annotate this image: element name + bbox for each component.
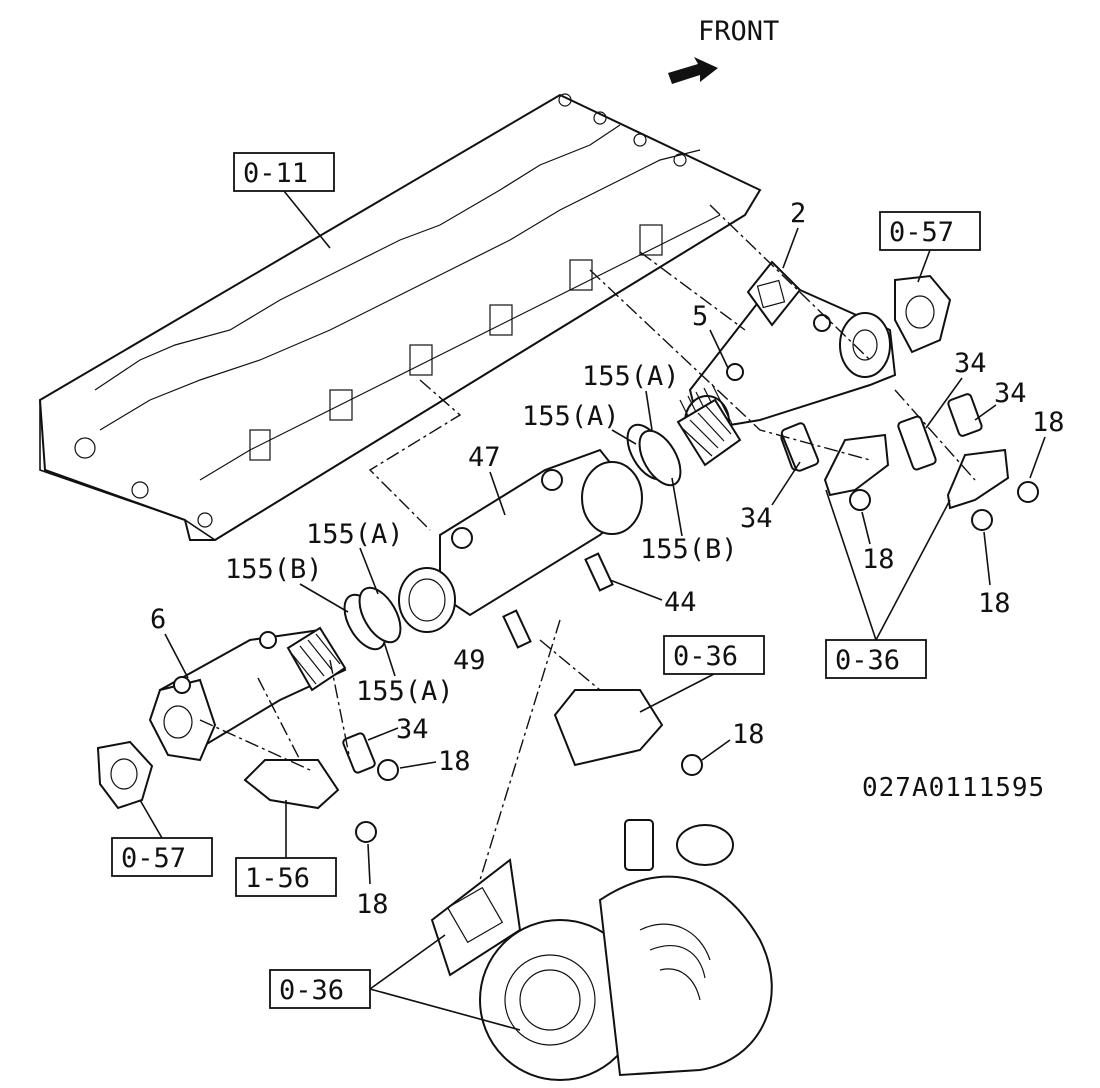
stud-bolt-49 xyxy=(502,609,532,649)
callout-2: 2 xyxy=(790,198,806,229)
ref-box-1-56 xyxy=(235,857,337,897)
ref-0-57-top: 0-57 xyxy=(889,217,954,248)
front-exhaust-pipe-6 xyxy=(148,626,347,762)
spacer-34-center xyxy=(780,422,820,472)
ref-0-36-right: 0-36 xyxy=(835,645,900,676)
bracket-left xyxy=(243,759,340,810)
callout-155a-3: 155(A) xyxy=(306,519,404,550)
ref-box-0-11 xyxy=(233,152,335,192)
stud-bolt-44 xyxy=(584,552,614,592)
seal-ring-155b-1 xyxy=(638,429,682,487)
callout-155b-1: 155(B) xyxy=(640,534,738,565)
callout-18-c: 18 xyxy=(978,588,1011,619)
ref-box-0-36-right xyxy=(825,639,927,679)
callout-34-b: 34 xyxy=(994,378,1027,409)
callout-6: 6 xyxy=(150,604,166,635)
callout-155a-2: 155(A) xyxy=(522,401,620,432)
callout-5: 5 xyxy=(692,301,708,332)
callout-18-a: 18 xyxy=(1032,407,1065,438)
turbocharger xyxy=(430,819,773,1081)
callout-34-c: 34 xyxy=(740,503,773,534)
bracket-right-2 xyxy=(946,448,1010,510)
ref-0-36-mid: 0-36 xyxy=(673,641,738,672)
callout-49: 49 xyxy=(453,645,486,676)
front-arrow-icon xyxy=(668,57,718,84)
gasket-2 xyxy=(746,260,802,327)
nut-18-right-a xyxy=(849,489,871,511)
nut-18-left-a xyxy=(377,759,399,781)
bellows-right xyxy=(676,398,742,467)
callout-34-a: 34 xyxy=(954,348,987,379)
nut-18-mid xyxy=(681,754,703,776)
ref-box-0-57-left xyxy=(111,837,213,877)
ref-0-57-left: 0-57 xyxy=(121,843,186,874)
callout-155a-4: 155(A) xyxy=(356,676,454,707)
bracket-right-1 xyxy=(823,433,890,497)
center-exhaust-pipe-47 xyxy=(398,448,643,633)
callout-34-d: 34 xyxy=(396,714,429,745)
bracket-middle xyxy=(553,689,664,767)
gasket-left xyxy=(96,740,154,810)
spacer-34-left xyxy=(342,732,376,774)
callout-18-b: 18 xyxy=(862,544,895,575)
nut-18-right-b xyxy=(971,509,993,531)
callout-18-f: 18 xyxy=(732,719,765,750)
front-label: FRONT xyxy=(698,16,779,47)
cylinder-head xyxy=(38,93,762,541)
seal-ring-155a-3 xyxy=(358,586,402,644)
callout-18-e: 18 xyxy=(356,889,389,920)
ref-0-36-bottom: 0-36 xyxy=(279,975,344,1006)
callout-47: 47 xyxy=(468,442,501,473)
drawing-number: 027A0111595 xyxy=(862,773,1045,803)
callout-155b-2: 155(B) xyxy=(225,554,323,585)
callout-18-d: 18 xyxy=(438,746,471,777)
nut-18-left-b xyxy=(355,821,377,843)
nut-18-right-c xyxy=(1017,481,1039,503)
assembly-lines xyxy=(709,204,871,361)
callout-155a-1: 155(A) xyxy=(582,361,680,392)
ref-box-0-36-bottom xyxy=(269,969,371,1009)
callout-44: 44 xyxy=(664,587,697,618)
ref-1-56: 1-56 xyxy=(245,863,310,894)
gasket-top-right xyxy=(894,274,952,354)
ref-0-11: 0-11 xyxy=(243,158,308,189)
